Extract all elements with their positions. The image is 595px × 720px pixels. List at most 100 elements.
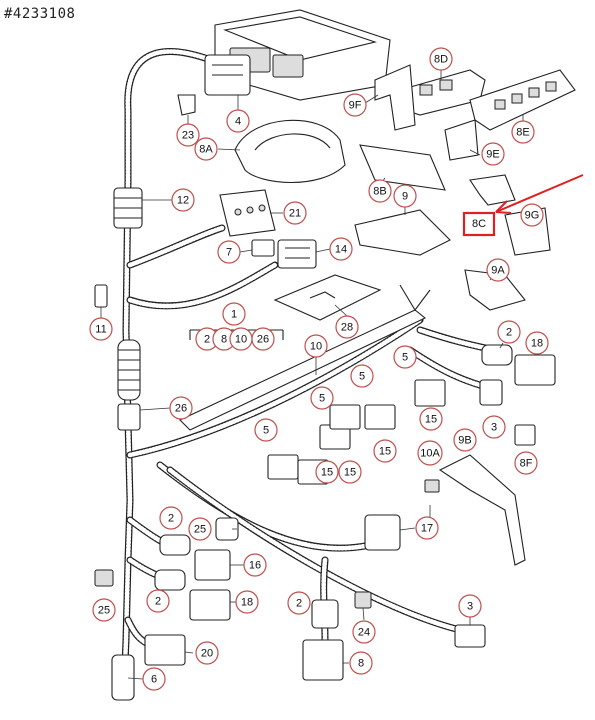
callout-14[interactable]: 14: [329, 237, 353, 261]
callout-circle: [482, 415, 506, 439]
callout-circle: [89, 317, 113, 341]
callout-3b[interactable]: 3: [458, 594, 482, 618]
connector-17: [364, 514, 401, 551]
callout-circle: [415, 516, 439, 540]
callout-2d[interactable]: 2: [287, 591, 311, 615]
callout-8a[interactable]: 8A: [194, 137, 218, 161]
callout-21[interactable]: 21: [283, 201, 307, 225]
callout-label: 8F: [520, 458, 533, 470]
callout-15c[interactable]: 15: [315, 460, 339, 484]
callout-2b[interactable]: 2: [159, 506, 183, 530]
callout-4[interactable]: 4: [226, 109, 250, 133]
callout-1-10[interactable]: 10: [229, 327, 253, 351]
callout-label: 15: [379, 446, 391, 458]
holder-11: [94, 284, 108, 308]
callout-25a[interactable]: 25: [188, 517, 212, 541]
callout-25b[interactable]: 25: [92, 598, 116, 622]
callout-9f[interactable]: 9F: [343, 93, 367, 117]
callout-label: 25: [194, 524, 206, 536]
callout-28[interactable]: 28: [335, 315, 359, 339]
callout-8f[interactable]: 8F: [514, 451, 538, 475]
callout-label: 8E: [516, 127, 529, 139]
callout-1-26[interactable]: 26: [251, 327, 275, 351]
callout-24[interactable]: 24: [352, 620, 376, 644]
callout-label: 6: [151, 674, 157, 686]
callout-circle: [453, 428, 477, 452]
callout-17[interactable]: 17: [415, 516, 439, 540]
callout-5d[interactable]: 5: [254, 418, 278, 442]
callout-circle: [393, 184, 417, 208]
callout-label: 8D: [434, 54, 448, 66]
callout-2c[interactable]: 2: [146, 589, 170, 613]
callout-11[interactable]: 11: [89, 317, 113, 341]
callout-15a[interactable]: 15: [419, 407, 443, 431]
callout-circle: [159, 506, 183, 530]
bracket-9e: [444, 119, 479, 161]
bracket-9b: [438, 454, 526, 566]
injector-connectors: [267, 379, 446, 485]
sensor-2c: [154, 569, 186, 591]
callout-7[interactable]: 7: [217, 240, 241, 264]
highlight-label[interactable]: 8C: [472, 218, 486, 230]
connector-3-right: [479, 379, 503, 406]
highlight-arrow: [495, 174, 584, 213]
callout-9[interactable]: 9: [393, 184, 417, 208]
document-id: #4233108: [4, 6, 76, 22]
bracket-8b: [359, 144, 446, 191]
callout-9a[interactable]: 9A: [486, 258, 510, 282]
callout-label: 5: [402, 352, 408, 364]
callout-label: 18: [241, 597, 253, 609]
callout-circle: [511, 120, 535, 144]
callout-12[interactable]: 12: [171, 188, 195, 212]
callout-1[interactable]: 1: [222, 302, 246, 326]
callout-circle: [254, 418, 278, 442]
connector-20: [144, 634, 186, 666]
sensor-6: [111, 654, 135, 701]
callout-10[interactable]: 10: [304, 334, 328, 358]
callout-15d[interactable]: 15: [338, 460, 362, 484]
callout-circle: [171, 188, 195, 212]
callout-label: 10: [235, 334, 247, 346]
callout-circle: [349, 651, 373, 675]
callout-16[interactable]: 16: [243, 553, 267, 577]
callout-5a[interactable]: 5: [393, 345, 417, 369]
callout-8[interactable]: 8: [349, 651, 373, 675]
callout-circle: [195, 641, 219, 665]
callout-circle: [338, 460, 362, 484]
main-harness: [113, 48, 209, 694]
bracket-9: [354, 209, 451, 256]
clip-26: [117, 403, 141, 431]
callout-5b[interactable]: 5: [350, 364, 374, 388]
callout-circle: [217, 240, 241, 264]
callout-8d[interactable]: 8D: [429, 47, 453, 71]
callout-8b[interactable]: 8B: [368, 179, 392, 203]
callout-10a[interactable]: 10A: [417, 440, 443, 466]
callout-circle: [315, 460, 339, 484]
callout-18a[interactable]: 18: [525, 331, 549, 355]
callout-20[interactable]: 20: [195, 641, 219, 665]
callout-2a[interactable]: 2: [497, 320, 521, 344]
callout-9b[interactable]: 9B: [453, 428, 477, 452]
callout-circle: [142, 667, 166, 691]
callout-label: 15: [344, 467, 356, 479]
callout-9g[interactable]: 9G: [520, 203, 544, 227]
callout-23[interactable]: 23: [176, 123, 200, 147]
callout-26[interactable]: 26: [169, 396, 193, 420]
connector-4: [204, 54, 251, 96]
callout-18b[interactable]: 18: [235, 590, 259, 614]
callout-label: 9E: [486, 149, 499, 161]
callout-3a[interactable]: 3: [482, 415, 506, 439]
callout-6[interactable]: 6: [142, 667, 166, 691]
leader-lines: [100, 70, 524, 680]
callout-label: 12: [177, 195, 189, 207]
callout-label: 15: [321, 467, 333, 479]
bracket-8c: [469, 174, 516, 206]
callout-8e[interactable]: 8E: [511, 120, 535, 144]
callout-label: 8: [358, 658, 364, 670]
callout-5c[interactable]: 5: [310, 386, 334, 410]
callout-15b[interactable]: 15: [373, 439, 397, 463]
callout-label: 17: [421, 523, 433, 535]
connector-18b: [189, 589, 231, 621]
callout-9e[interactable]: 9E: [481, 142, 505, 166]
